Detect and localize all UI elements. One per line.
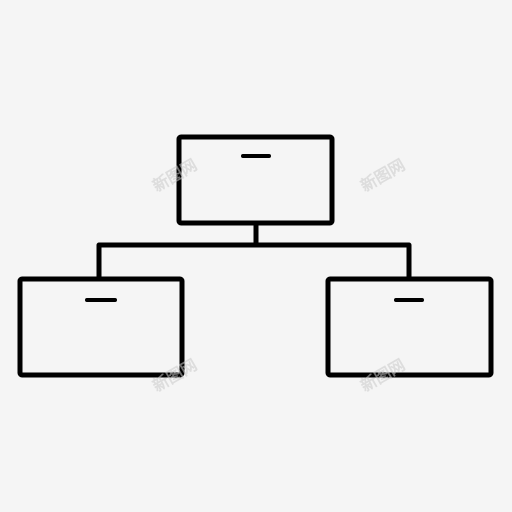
top-node-box — [176, 134, 335, 226]
right-node-box — [325, 276, 494, 378]
connector-bus — [96, 242, 412, 282]
left-node-box — [17, 276, 185, 378]
